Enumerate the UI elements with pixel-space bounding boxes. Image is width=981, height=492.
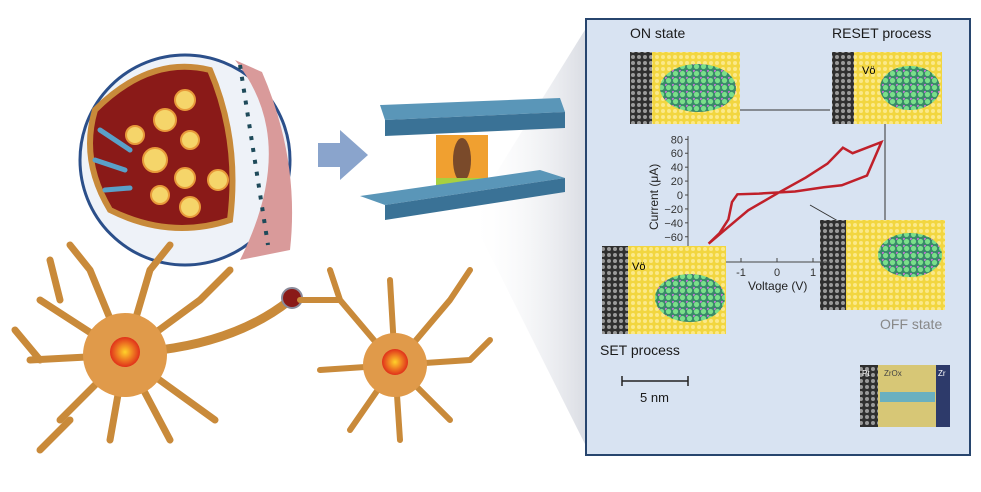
- on-state-label: ON state: [630, 25, 686, 41]
- arrow-icon: [318, 130, 368, 180]
- x-tick-label: -1: [736, 267, 746, 279]
- on-state-image: [630, 52, 740, 124]
- off-state-image: [820, 220, 945, 310]
- y-tick-label: 60: [671, 148, 683, 160]
- svg-text:ZrOx: ZrOx: [884, 369, 902, 378]
- set-process-image: Vö: [602, 246, 726, 334]
- scale-bar-label: 5 nm: [640, 390, 669, 405]
- y-tick-label: −40: [664, 218, 683, 230]
- set-process-label: SET process: [600, 342, 680, 358]
- vacancy-label: Vö: [632, 261, 645, 273]
- y-tick-label: −20: [664, 204, 683, 216]
- x-tick-label: 0: [774, 267, 780, 279]
- svg-text:Pt: Pt: [862, 369, 870, 378]
- y-tick-label: −60: [664, 232, 683, 244]
- memristor-device: [360, 98, 565, 220]
- reset-vacancy: Vö: [862, 65, 875, 77]
- x-tick-label: 1: [810, 267, 816, 279]
- synapse-closeup: [78, 53, 293, 267]
- reset-process-image: [832, 52, 942, 124]
- x-axis-label: Voltage (V): [748, 279, 807, 293]
- scale-bar: [621, 376, 689, 386]
- y-axis-label: Current (μA): [647, 164, 661, 230]
- zoom-cone: [470, 25, 588, 450]
- svg-text:Vö: Vö: [862, 65, 875, 77]
- reset-process-label: RESET process: [832, 25, 932, 41]
- neuron-right: [297, 267, 493, 443]
- off-state-label: OFF state: [880, 316, 943, 332]
- neuron-left: [11, 241, 295, 454]
- y-tick-label: 20: [671, 176, 683, 188]
- y-tick-label: 40: [671, 162, 683, 174]
- iv-curve: [707, 139, 884, 245]
- tem-inset: Pt ZrOx Zr: [860, 365, 950, 427]
- svg-text:Zr: Zr: [938, 369, 946, 378]
- iv-chart: 80 60 40 20 0 −20 −40 −60 -1 0 1 Current (μA) Volt…: [647, 134, 884, 293]
- y-tick-label: 0: [677, 190, 683, 202]
- y-tick-label: 80: [671, 134, 683, 146]
